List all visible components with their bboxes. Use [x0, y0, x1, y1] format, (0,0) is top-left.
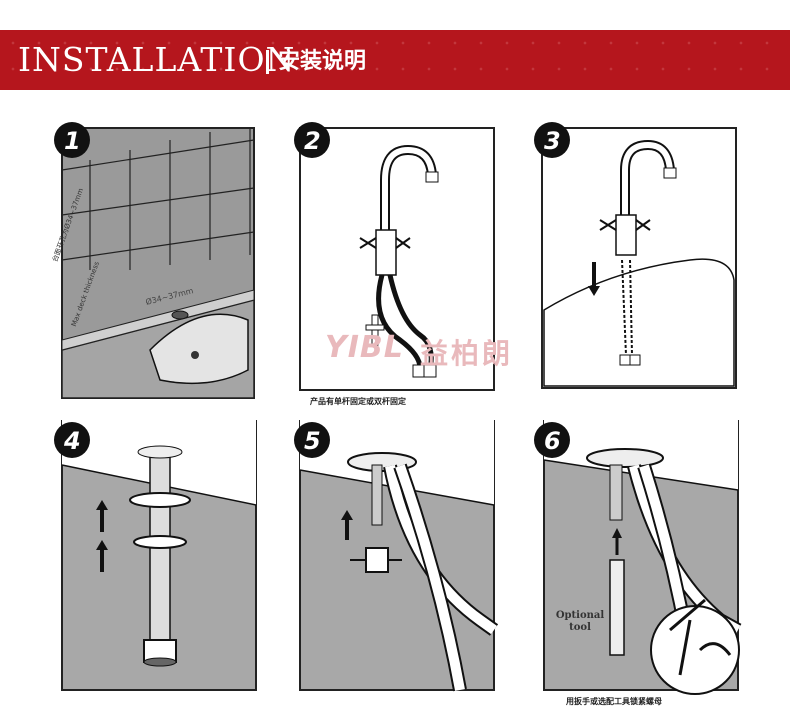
- step-caption: 用扳手或选配工具锁紧螺母: [566, 696, 662, 707]
- step-6-illustration: [530, 420, 750, 700]
- step-6-panel: 6 Optional tool 用扳手或选配工具锁紧螺母: [530, 420, 750, 715]
- brand-watermark: YIBL: [325, 330, 404, 365]
- banner-title: INSTALLATION: [18, 42, 295, 78]
- brand-watermark-chinese: 益柏朗: [420, 332, 513, 372]
- step-number-badge: 4: [52, 420, 92, 460]
- step-number: 1: [64, 127, 81, 155]
- step-1-illustration: [50, 120, 260, 400]
- banner-separator: [266, 50, 269, 74]
- header-banner: INSTALLATION 安装说明: [0, 30, 790, 90]
- step-5-panel: 5: [290, 420, 500, 700]
- step-number-badge: 6: [532, 420, 572, 460]
- step-1-panel: 1 Ø34~37mm 台面开孔为Ø34~37mm Max deck thickn…: [50, 120, 260, 400]
- step-number: 5: [304, 427, 321, 455]
- banner-subtitle: 安装说明: [278, 48, 366, 76]
- step-4-panel: 4: [50, 420, 260, 700]
- step-3-panel: 3: [530, 120, 740, 400]
- step-4-illustration: [50, 420, 260, 700]
- step-5-illustration: [290, 420, 500, 700]
- step-3-illustration: [530, 120, 740, 400]
- step-number-badge: 2: [292, 120, 332, 160]
- step-number-badge: 5: [292, 420, 332, 460]
- step-number: 6: [544, 427, 561, 455]
- optional-tool-label: Optional tool: [550, 610, 610, 634]
- step-number-badge: 1: [52, 120, 92, 160]
- step-number-badge: 3: [532, 120, 572, 160]
- step-number: 2: [304, 127, 321, 155]
- step-number: 3: [544, 127, 561, 155]
- step-caption: 产品有单杆固定或双杆固定: [310, 396, 406, 407]
- step-number: 4: [63, 427, 81, 455]
